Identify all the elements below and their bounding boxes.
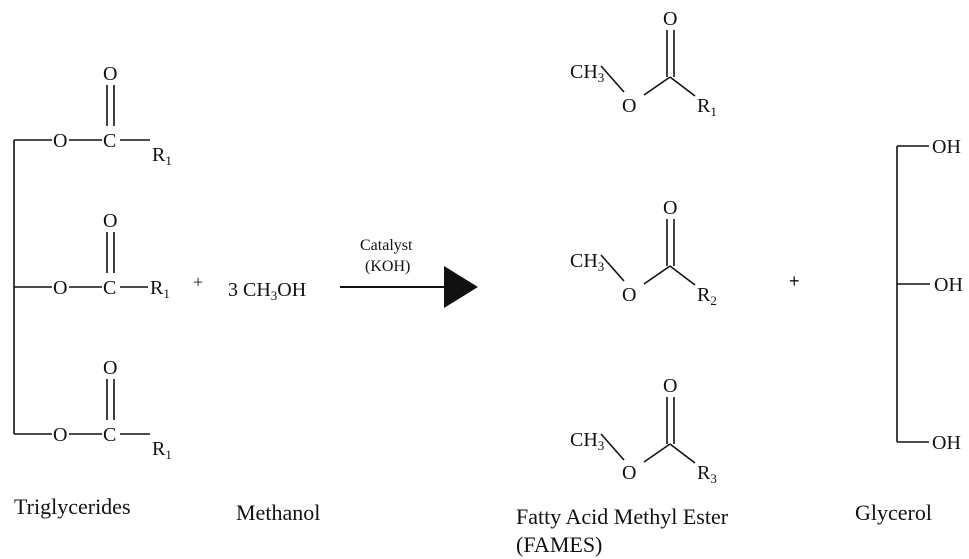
carbonyl-carbon-1: C xyxy=(103,130,116,152)
methanol-label: Methanol xyxy=(236,500,320,525)
oxygen-carbon-bond-fame-2 xyxy=(643,265,671,285)
methanol-formula: 3 CH3OH xyxy=(228,279,306,303)
arrow-head xyxy=(444,266,478,308)
fame-structure-3: CH3 O O R3 xyxy=(570,375,717,486)
glycerol-structure: OH OH OH xyxy=(896,136,963,454)
methyl-group-3: CH3 xyxy=(570,429,604,453)
ester-oxygen-fame-1: O xyxy=(622,95,636,117)
carbon-r-bond-fame-1 xyxy=(669,76,696,97)
fames-label-line2: (FAMES) xyxy=(516,532,602,557)
carbonyl-carbon-3: C xyxy=(103,424,116,446)
carbonyl-oxygen-fame-2: O xyxy=(663,197,677,219)
catalyst-label: Catalyst xyxy=(360,237,413,254)
methyl-group-2: CH3 xyxy=(570,250,604,274)
r-group-fame-2: R2 xyxy=(697,284,717,308)
r-group-2: R1 xyxy=(150,277,170,301)
ester-oxygen-2: O xyxy=(53,277,67,299)
ester-oxygen-1: O xyxy=(53,130,67,152)
hydroxyl-group-1: OH xyxy=(932,136,961,158)
r-group-1: R1 xyxy=(152,144,172,168)
methyl-oxygen-bond-2 xyxy=(600,254,625,282)
oxygen-carbon-bond-fame-3 xyxy=(643,443,671,463)
hydroxyl-group-2: OH xyxy=(934,274,963,296)
carbonyl-oxygen-2: O xyxy=(103,210,117,232)
catalyst-formula: (KOH) xyxy=(365,258,410,275)
fame-structure-1: CH3 O O R1 xyxy=(570,8,717,119)
carbon-r-bond-fame-2 xyxy=(669,265,696,286)
reaction-arrow: Catalyst (KOH) xyxy=(340,237,478,308)
carbonyl-oxygen-3: O xyxy=(103,357,117,379)
triglyceride-structure: O C O R1 O C O R1 O C O R1 xyxy=(13,63,172,462)
plus-sign-2: + xyxy=(789,271,800,291)
r-group-fame-3: R3 xyxy=(697,462,717,486)
glycerol-label: Glycerol xyxy=(855,500,932,525)
triglycerides-label: Triglycerides xyxy=(14,494,131,519)
ester-oxygen-fame-3: O xyxy=(622,462,636,484)
plus-sign-1: + xyxy=(193,272,203,292)
methyl-oxygen-bond-1 xyxy=(600,65,625,93)
carbonyl-oxygen-fame-1: O xyxy=(663,8,677,30)
carbonyl-oxygen-1: O xyxy=(103,63,117,85)
carbonyl-oxygen-fame-3: O xyxy=(663,375,677,397)
carbon-r-bond-fame-3 xyxy=(669,443,696,464)
fames-label-line1: Fatty Acid Methyl Ester xyxy=(516,504,729,529)
ester-oxygen-fame-2: O xyxy=(622,284,636,306)
ester-oxygen-3: O xyxy=(53,424,67,446)
r-group-fame-1: R1 xyxy=(697,95,717,119)
methyl-group-1: CH3 xyxy=(570,61,604,85)
fame-structure-2: CH3 O O R2 xyxy=(570,197,717,308)
oxygen-carbon-bond-fame-1 xyxy=(643,76,671,96)
methyl-oxygen-bond-3 xyxy=(600,433,625,461)
r-group-3: R1 xyxy=(152,438,172,462)
hydroxyl-group-3: OH xyxy=(932,432,961,454)
carbonyl-carbon-2: C xyxy=(103,277,116,299)
